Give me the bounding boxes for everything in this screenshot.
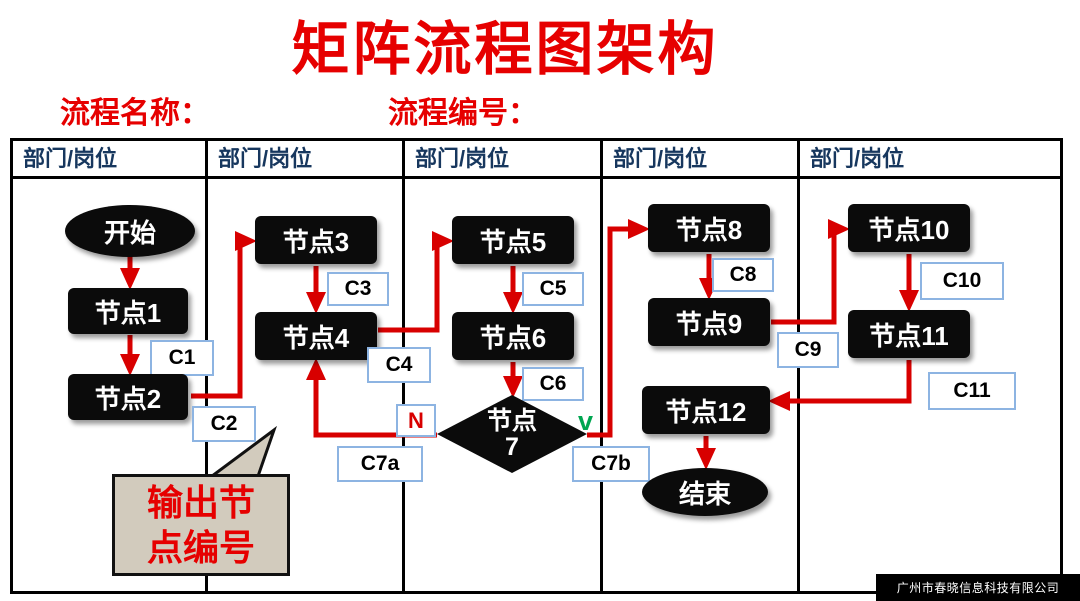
company-name: 广州市春晓信息科技有限公司 <box>896 581 1060 595</box>
node-12: 节点12 <box>642 386 770 434</box>
connector-c1: C1 <box>150 340 214 376</box>
connector-c3: C3 <box>327 272 389 306</box>
node-8: 节点8 <box>648 204 770 252</box>
swimlane-column-3: 部门/岗位 <box>405 141 603 591</box>
callout-text: 输出节点编号 <box>146 482 255 568</box>
column-header-1: 部门/岗位 <box>13 141 205 179</box>
connector-c5: C5 <box>522 272 584 306</box>
node-5: 节点5 <box>452 216 574 264</box>
callout-bubble: 输出节点编号 <box>112 474 290 576</box>
end-node: 结束 <box>642 468 768 516</box>
connector-c6: C6 <box>522 367 584 401</box>
column-header-4: 部门/岗位 <box>603 141 797 179</box>
branch-no-label: N <box>396 404 436 437</box>
node-7-label: 节点7 <box>486 406 537 461</box>
connector-c7a: C7a <box>337 446 423 482</box>
node-4: 节点4 <box>255 312 377 360</box>
footer-watermark: 广州市春晓信息科技有限公司 <box>876 574 1080 601</box>
start-node: 开始 <box>65 205 195 257</box>
connector-c2: C2 <box>192 406 256 442</box>
node-11: 节点11 <box>848 310 970 358</box>
node-6: 节点6 <box>452 312 574 360</box>
connector-c11: C11 <box>928 372 1016 410</box>
column-header-2: 部门/岗位 <box>208 141 402 179</box>
connector-c4: C4 <box>367 347 431 383</box>
process-number-label: 流程编号： <box>388 97 538 130</box>
column-header-5: 部门/岗位 <box>800 141 1060 179</box>
branch-yes-label: v <box>578 406 594 436</box>
process-name-label: 流程名称： <box>60 97 210 130</box>
connector-c7b: C7b <box>572 446 650 482</box>
connector-c10: C10 <box>920 262 1004 300</box>
connector-c9: C9 <box>777 332 839 368</box>
node-1: 节点1 <box>68 288 188 334</box>
swimlane-column-5: 部门/岗位 <box>800 141 1060 591</box>
connector-c8: C8 <box>712 258 774 292</box>
node-10: 节点10 <box>848 204 970 252</box>
node-3: 节点3 <box>255 216 377 264</box>
page-title: 矩阵流程图架构 <box>291 17 719 82</box>
node-9: 节点9 <box>648 298 770 346</box>
column-header-3: 部门/岗位 <box>405 141 600 179</box>
node-2: 节点2 <box>68 374 188 420</box>
